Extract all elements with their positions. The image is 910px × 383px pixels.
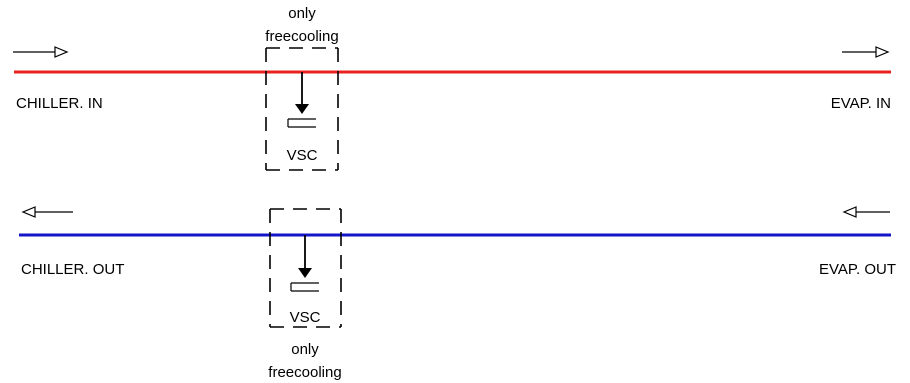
evap-in-label: EVAP. IN <box>831 95 891 112</box>
vsc-valve-bottom[interactable] <box>290 235 319 292</box>
left-arrow-icon <box>842 206 890 218</box>
valve-note-line1: only <box>288 5 316 22</box>
right-arrow-icon <box>13 46 69 58</box>
valve-enclosure-top <box>265 47 339 171</box>
chiller-in-label: CHILLER. IN <box>16 95 103 112</box>
valve-note-line2: freecooling <box>265 28 338 45</box>
vsc-label-top: VSC <box>287 147 318 164</box>
right-arrow-icon <box>842 46 890 58</box>
vsc-label-bottom: VSC <box>290 309 321 326</box>
evap-out-label: EVAP. OUT <box>819 261 896 278</box>
left-arrow-icon <box>21 206 73 218</box>
valve-note-line1: only <box>291 341 319 358</box>
vsc-valve-top[interactable] <box>287 72 316 128</box>
chiller-out-label: CHILLER. OUT <box>21 261 124 278</box>
valve-enclosure-bottom <box>269 208 342 328</box>
valve-note-line2: freecooling <box>268 364 341 381</box>
